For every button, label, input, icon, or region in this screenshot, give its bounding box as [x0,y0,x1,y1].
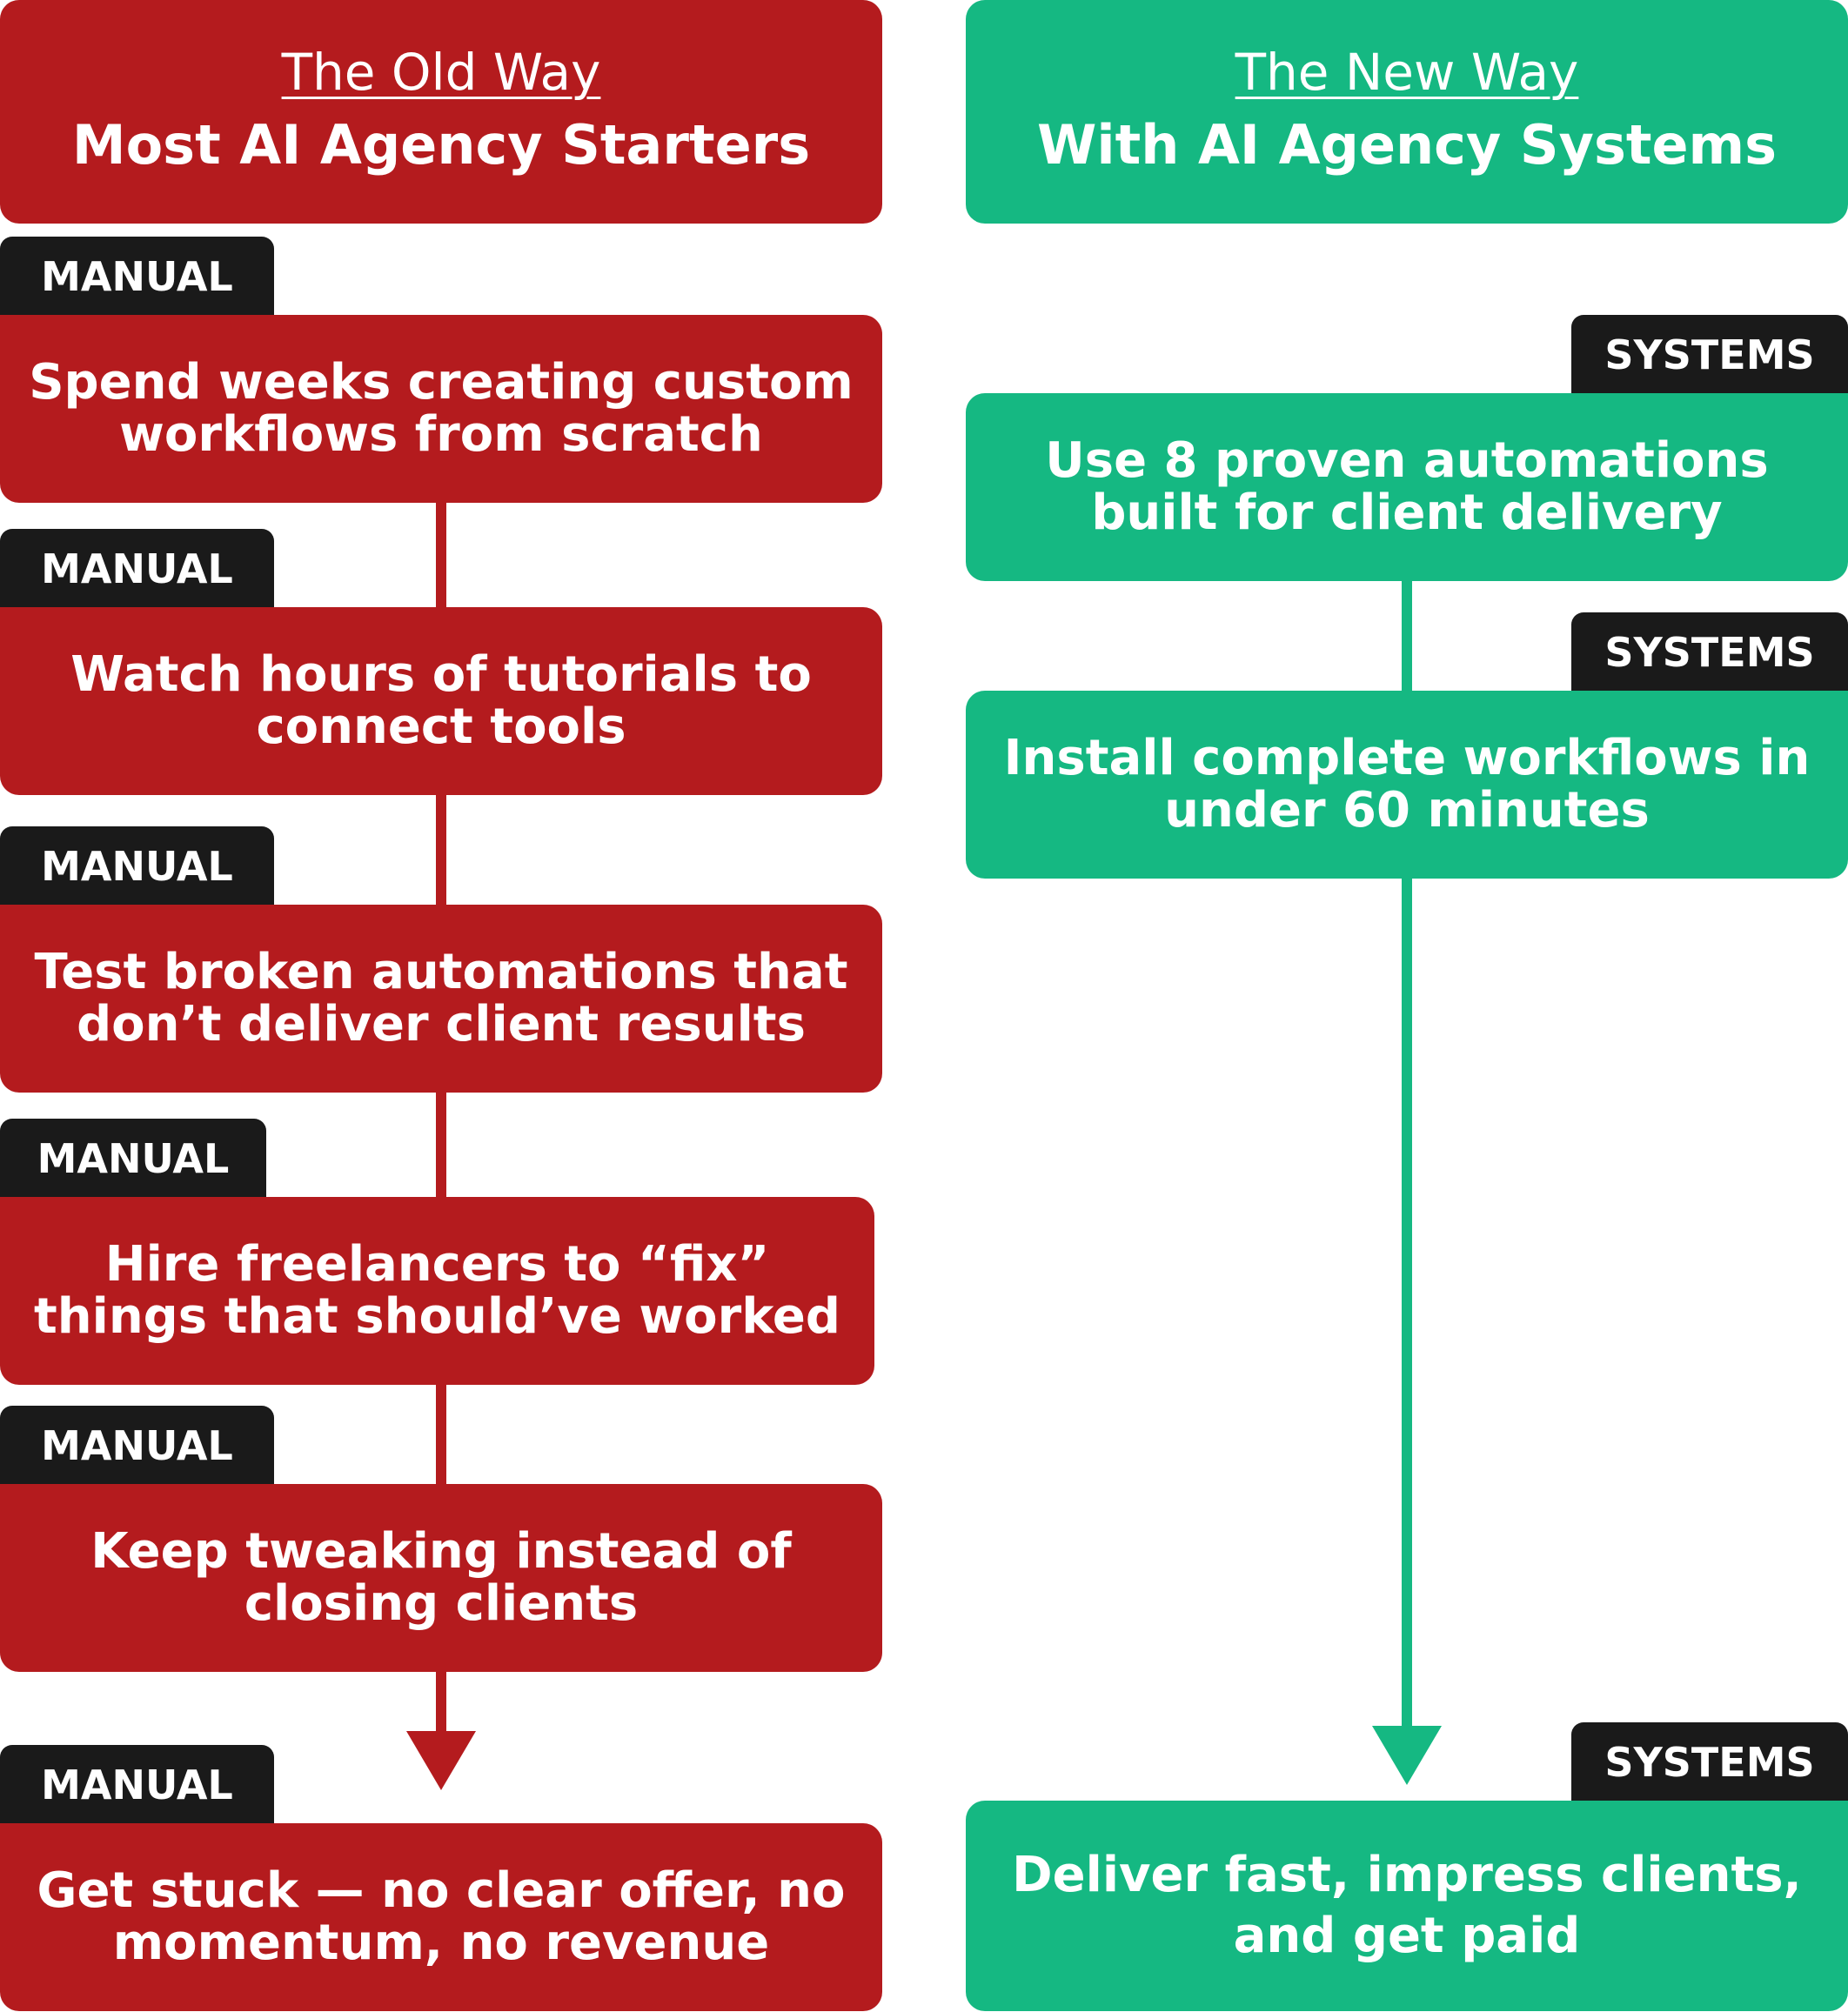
old-step-5: Keep tweaking instead of closing clients [0,1484,882,1672]
new-way-title: With AI Agency Systems [1036,113,1778,177]
new-connector-2 [1402,879,1412,1731]
old-way-header: The Old Way Most AI Agency Starters [0,0,882,224]
new-way-header: The New Way With AI Agency Systems [966,0,1848,224]
old-way-title: Most AI Agency Starters [71,113,811,177]
old-connector-4 [436,1385,446,1487]
old-step-3: Test broken automations that don’t deliv… [0,905,882,1093]
old-connector-1 [436,503,446,609]
new-way-subtitle: The New Way [1235,43,1579,103]
systems-tag-1: SYSTEMS [1571,315,1848,395]
old-step-4: Hire freelancers to “fix” things that sh… [0,1197,874,1385]
new-step-2: Install complete workflows in under 60 m… [966,691,1848,879]
new-arrow-down-icon [1372,1726,1442,1785]
manual-tag-2: MANUAL [0,529,274,609]
old-connector-2 [436,795,446,906]
old-step-6: Get stuck — no clear offer, no momentum,… [0,1823,882,2011]
old-connector-3 [436,1093,446,1199]
old-arrow-down-icon [406,1731,476,1790]
systems-tag-2: SYSTEMS [1571,612,1848,692]
old-way-subtitle: The Old Way [281,43,601,103]
new-connector-1 [1402,581,1412,692]
manual-tag-1: MANUAL [0,237,274,317]
new-step-1: Use 8 proven automations built for clien… [966,393,1848,581]
old-connector-5 [436,1672,446,1733]
manual-tag-6: MANUAL [0,1745,274,1825]
old-step-2: Watch hours of tutorials to connect tool… [0,607,882,795]
manual-tag-4: MANUAL [0,1119,266,1199]
manual-tag-5: MANUAL [0,1406,274,1486]
old-step-1: Spend weeks creating custom workflows fr… [0,315,882,503]
new-step-3: Deliver fast, impress clients, and get p… [966,1801,1848,2011]
systems-tag-3: SYSTEMS [1571,1722,1848,1802]
manual-tag-3: MANUAL [0,826,274,906]
